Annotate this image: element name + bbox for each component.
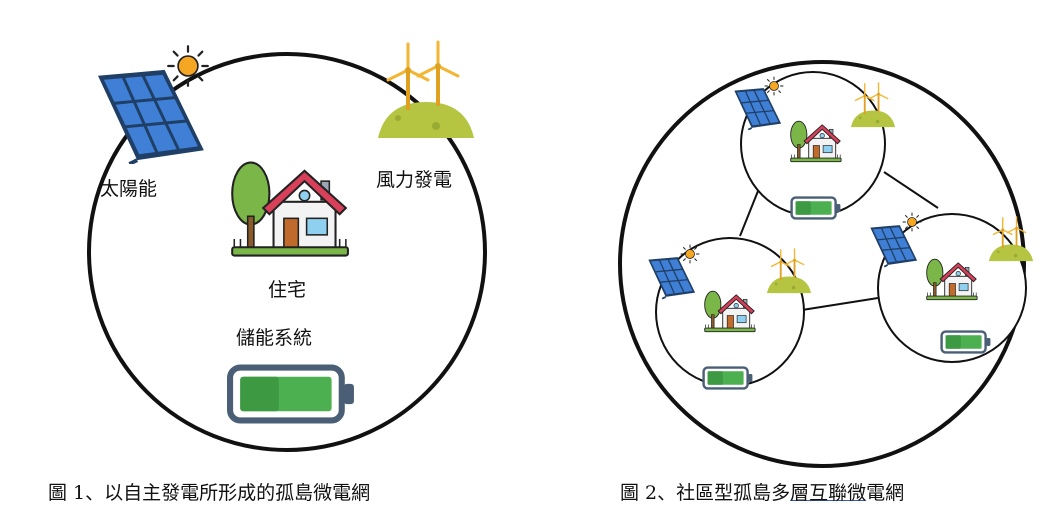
- figure1-caption: 圖 1、以自主發電所形成的孤島微電網: [48, 482, 371, 504]
- wind-turbine-icon: [376, 40, 476, 140]
- island-boundary-circle: [87, 52, 487, 452]
- sun-icon: [902, 212, 922, 232]
- microgrid-node-right: [869, 212, 1034, 363]
- link-top-right: [883, 171, 939, 209]
- sun-icon: [167, 45, 209, 87]
- figure1: 太陽能 風力發電 住宅 儲能系統: [87, 40, 487, 452]
- figure2-caption-suffix: 電網: [866, 482, 905, 504]
- sun-icon: [680, 244, 700, 264]
- link-top-left: [739, 185, 761, 237]
- sun-icon: [764, 76, 784, 96]
- microgrid-node-left: [647, 237, 812, 390]
- figure2-caption-prefix: 圖 2、社區型孤島多: [620, 482, 791, 504]
- figure2-caption-underlined: 層互聯微: [790, 482, 867, 504]
- battery-icon: [702, 366, 754, 390]
- link-left-right: [801, 297, 879, 311]
- storage-label: 儲能系統: [236, 327, 312, 349]
- wind-label: 風力發電: [376, 169, 452, 191]
- community-boundary-circle: [618, 60, 1026, 468]
- microgrid-node-top: [733, 71, 896, 220]
- battery-icon: [790, 196, 842, 220]
- house-icon: [231, 161, 349, 257]
- figure2-caption: 圖 2、社區型孤島多層互聯微電網: [620, 478, 904, 505]
- battery-icon: [230, 368, 354, 421]
- figure2: [618, 60, 1034, 468]
- house-label: 住宅: [268, 279, 306, 301]
- battery-icon: [940, 330, 992, 354]
- solar-label: 太陽能: [100, 178, 157, 200]
